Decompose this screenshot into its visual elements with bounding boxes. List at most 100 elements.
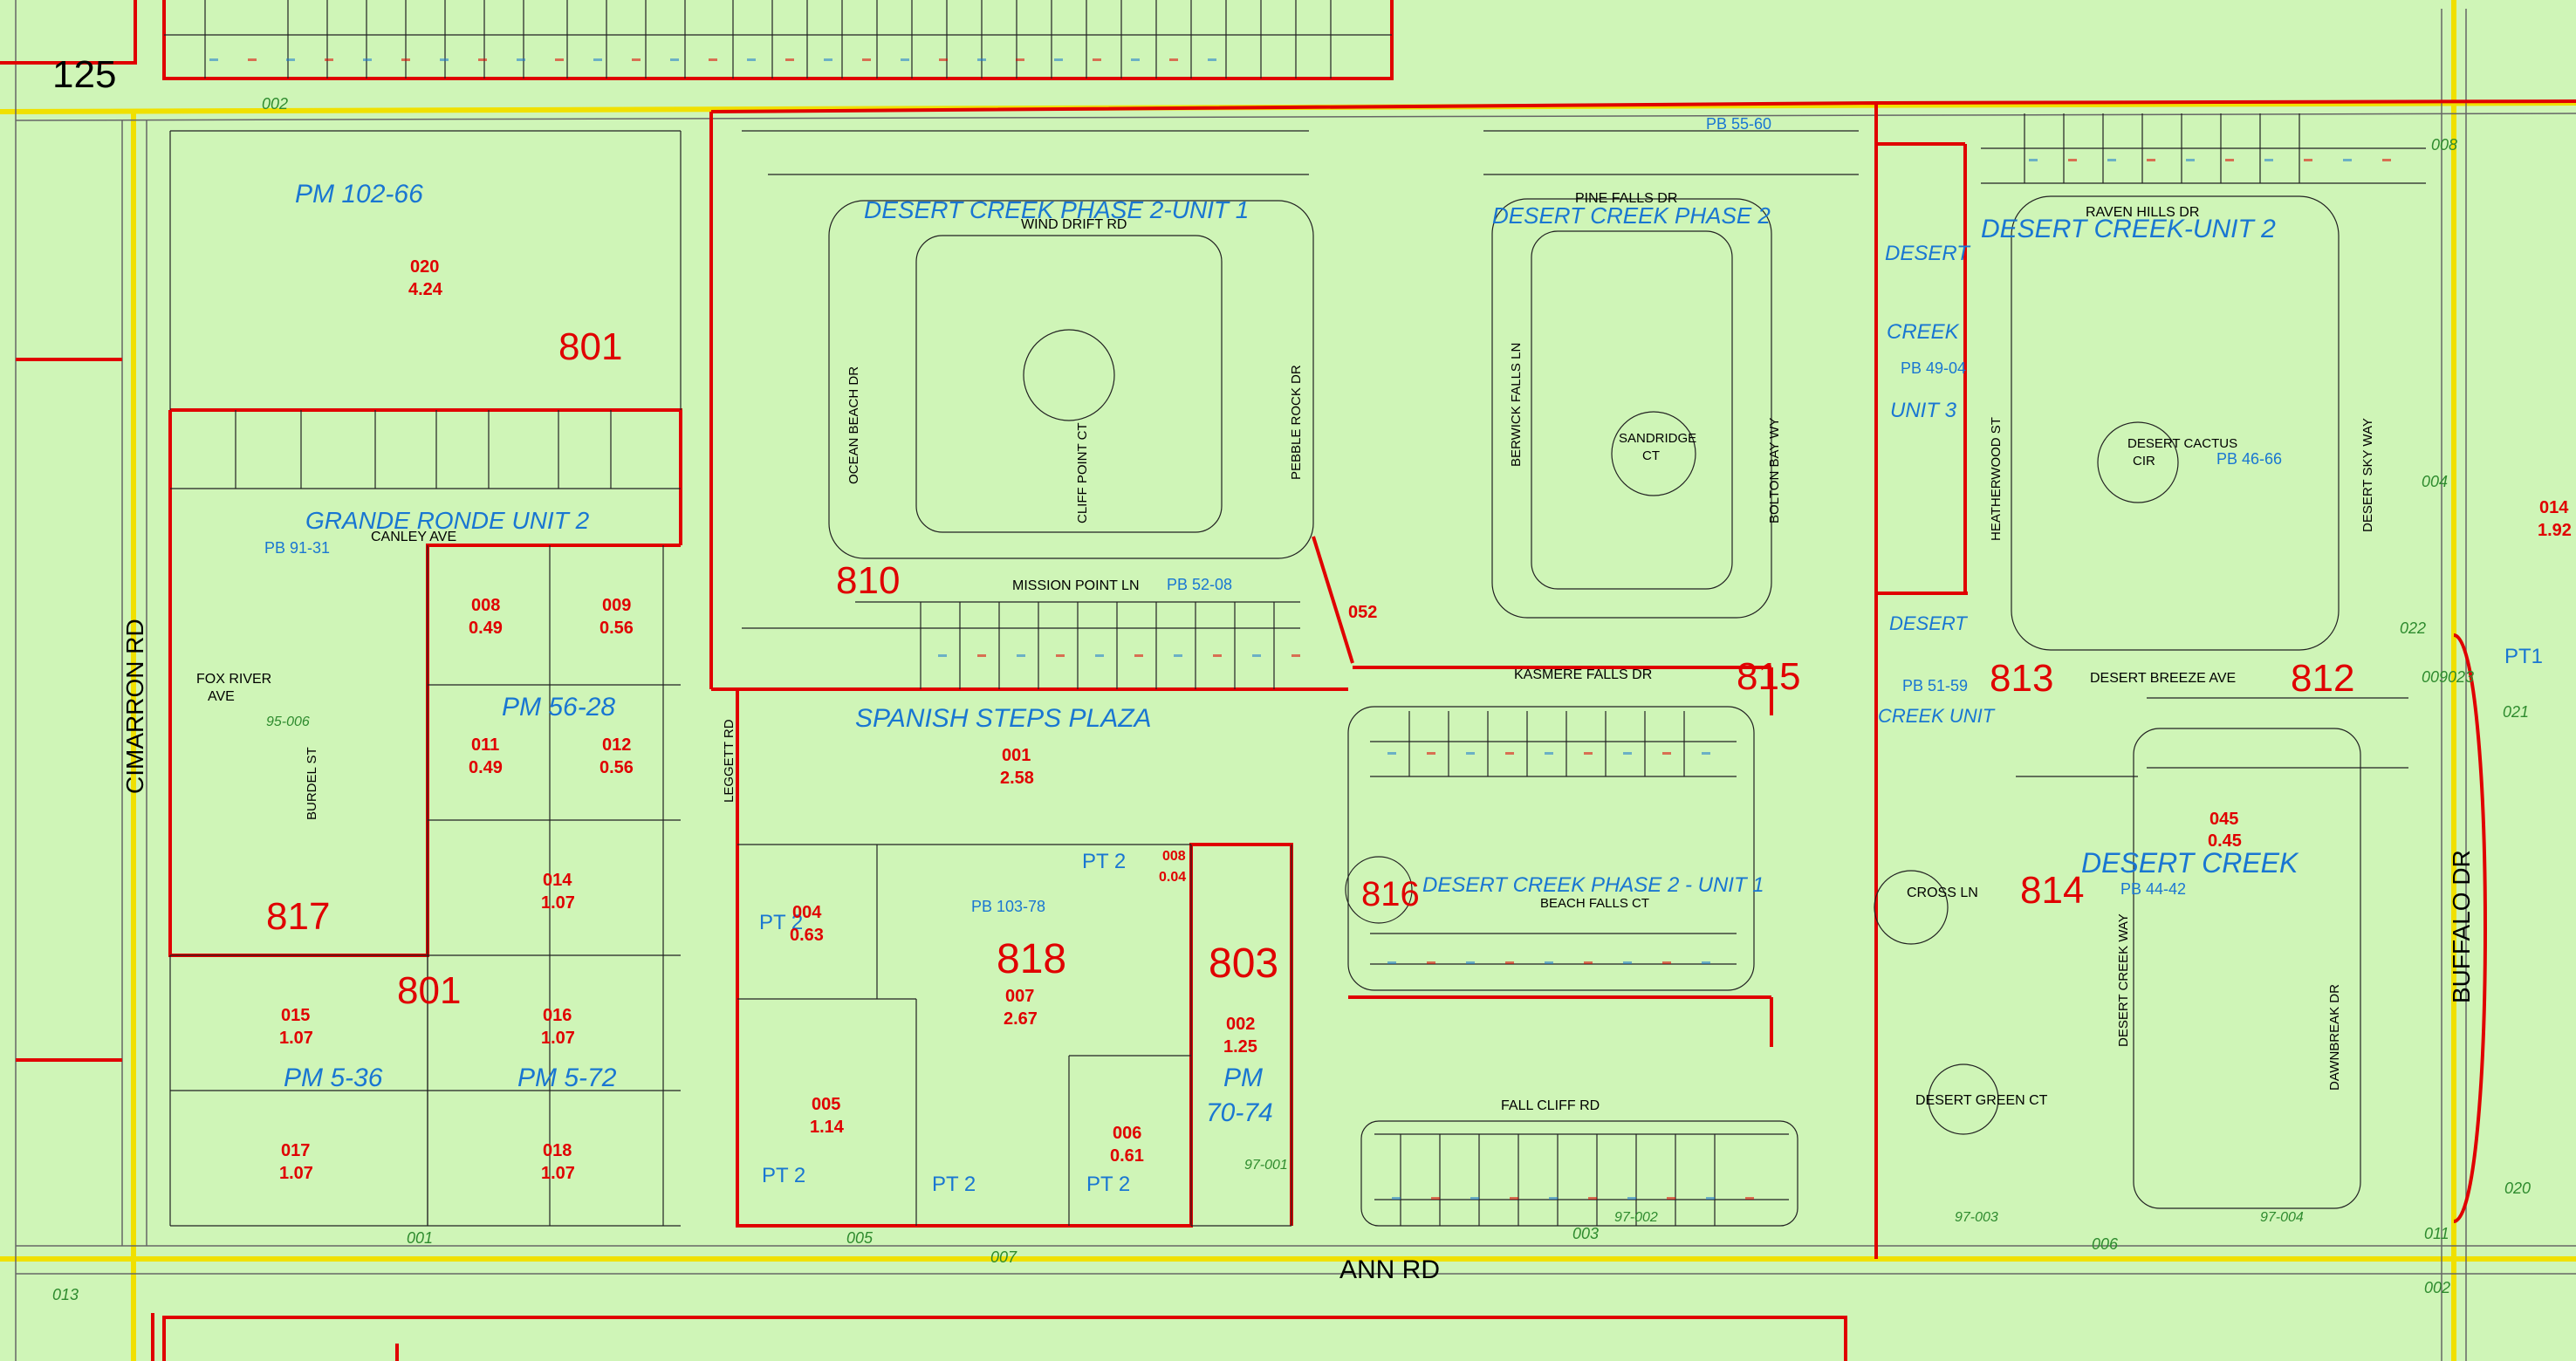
lot-marker bbox=[2304, 159, 2312, 161]
lot-marker bbox=[593, 58, 602, 61]
lot-marker bbox=[1745, 1197, 1754, 1200]
lot-marker bbox=[1134, 654, 1143, 657]
pb-44-42: PB 44-42 bbox=[2120, 880, 2186, 898]
pt2-d: PT 2 bbox=[932, 1173, 976, 1196]
road-edges bbox=[15, 0, 2576, 1361]
dawnbreak-loop bbox=[2133, 728, 2361, 1209]
block-810: 810 bbox=[836, 559, 900, 602]
lot-marker bbox=[1505, 752, 1514, 755]
pm-5-72: PM 5-72 bbox=[517, 1063, 617, 1092]
lot-marker bbox=[1623, 961, 1632, 964]
tract-97-003: 97-003 bbox=[1955, 1210, 1998, 1225]
lot-marker bbox=[2264, 159, 2273, 161]
parcel-020-acres: 4.24 bbox=[408, 280, 443, 299]
subdivision-dc-unit2: DESERT CREEK-UNIT 2 bbox=[1981, 215, 2276, 243]
lot-marker bbox=[938, 654, 947, 657]
tract-009023: 009023 bbox=[2422, 668, 2474, 686]
tract-006: 006 bbox=[2092, 1235, 2119, 1253]
parcel-007-acres: 2.67 bbox=[1004, 1009, 1038, 1029]
lot-marker bbox=[1662, 752, 1671, 755]
block-numbers: 125 801 801 810 815 813 812 816 817 818 … bbox=[52, 53, 2354, 1012]
road-label-kasmere: KASMERE FALLS DR bbox=[1514, 667, 1652, 682]
lot-marker bbox=[1584, 961, 1593, 964]
subdivision-labels: GRANDE RONDE UNIT 2 DESERT CREEK PHASE 2… bbox=[305, 196, 2299, 897]
lot-marker bbox=[478, 58, 487, 61]
parcel-018-id: 018 bbox=[543, 1141, 572, 1160]
parcel-008-small-id: 008 bbox=[1162, 849, 1186, 864]
lot-marker bbox=[747, 58, 756, 61]
road-label-pebble-rock: PEBBLE ROCK DR bbox=[1289, 365, 1304, 480]
subdivision-desert-creek: DESERT CREEK bbox=[2081, 847, 2299, 879]
road-label-beach-falls: BEACH FALLS CT bbox=[1540, 896, 1649, 911]
subdivision-creek-unit: CREEK UNIT bbox=[1878, 705, 1996, 727]
road-label-burdel: BURDEL ST bbox=[305, 747, 319, 820]
sandridge-cul-de-sac bbox=[1611, 411, 1696, 496]
parcel-004-id: 004 bbox=[792, 903, 822, 922]
lot-marker bbox=[1431, 1197, 1440, 1200]
block-east-arc bbox=[2453, 633, 2487, 1223]
block-813: 813 bbox=[1990, 657, 2053, 700]
parcel-007-id: 007 bbox=[1005, 987, 1034, 1006]
parcel-014-id: 014 bbox=[543, 871, 572, 890]
pt2-a: PT 2 bbox=[1082, 850, 1126, 873]
lot-marker bbox=[2382, 159, 2391, 161]
tract-97-002: 97-002 bbox=[1614, 1210, 1658, 1225]
lot-marker bbox=[401, 58, 410, 61]
lot-marker bbox=[1208, 58, 1216, 61]
tract-labels: 002 001 005 007 003 006 97-001 97-002 97… bbox=[52, 95, 2531, 1303]
lot-marker bbox=[1056, 654, 1065, 657]
parcel-014-east-id: 014 bbox=[2539, 498, 2569, 517]
subdivision-desert-small: DESERT bbox=[1889, 612, 1968, 634]
lot-marker bbox=[1662, 961, 1671, 964]
lot-marker bbox=[939, 58, 948, 61]
road-label-desert-green: DESERT GREEN CT bbox=[1915, 1093, 2048, 1108]
road-label-desert-cactus-2: CIR bbox=[2133, 454, 2155, 468]
lot-marker bbox=[2343, 159, 2352, 161]
parcel-008-small-acres: 0.04 bbox=[1159, 870, 1186, 885]
parcel-012-acres: 0.56 bbox=[599, 758, 634, 777]
parcel-009-id: 009 bbox=[602, 596, 631, 615]
subdivision-dc-phase2-unit: DESERT CREEK PHASE 2 - UNIT 1 bbox=[1422, 873, 1764, 897]
tract-97-004: 97-004 bbox=[2260, 1210, 2304, 1225]
lot-marker bbox=[1392, 1197, 1401, 1200]
parcel-002-acres: 1.25 bbox=[1223, 1037, 1257, 1057]
road-label-canley: CANLEY AVE bbox=[371, 530, 456, 544]
parcel-045-id: 045 bbox=[2209, 810, 2238, 829]
lot-marker bbox=[286, 58, 295, 61]
lot-marker bbox=[2225, 159, 2234, 161]
cliff-point-cul-de-sac bbox=[1023, 329, 1115, 421]
tract-97-001: 97-001 bbox=[1244, 1158, 1288, 1173]
lot-marker bbox=[1706, 1197, 1715, 1200]
road-label-desert-sky: DESERT SKY WAY bbox=[2360, 418, 2375, 532]
parcel-017-acres: 1.07 bbox=[279, 1164, 313, 1183]
parcel-017-id: 017 bbox=[281, 1141, 310, 1160]
lot-marker bbox=[824, 58, 832, 61]
lot-marker bbox=[2186, 159, 2195, 161]
subdivision-dc-unit3-2: CREEK bbox=[1887, 320, 1960, 344]
pm-70-74-2: 70-74 bbox=[1206, 1098, 1273, 1127]
lot-marker bbox=[1466, 961, 1475, 964]
tract-003: 003 bbox=[1572, 1225, 1599, 1242]
pt1: PT1 bbox=[2504, 645, 2543, 668]
lot-marker bbox=[209, 58, 218, 61]
road-label-fox-river-1: FOX RIVER bbox=[196, 672, 271, 687]
pm-5-36: PM 5-36 bbox=[284, 1063, 383, 1092]
block-814: 814 bbox=[2020, 869, 2084, 912]
lot-marker bbox=[1213, 654, 1222, 657]
parcel-lines bbox=[164, 0, 2426, 1227]
lot-marker bbox=[363, 58, 372, 61]
parcel-005-id: 005 bbox=[812, 1095, 840, 1114]
road-label-cross-ln: CROSS LN bbox=[1907, 886, 1978, 900]
lot-marker bbox=[1623, 752, 1632, 755]
road-label-leggett: LEGGETT RD bbox=[722, 719, 736, 803]
tract-95-006: 95-006 bbox=[266, 715, 310, 729]
lot-marker bbox=[1627, 1197, 1636, 1200]
lot-number-grid bbox=[209, 58, 2391, 1200]
parcel-012-id: 012 bbox=[602, 735, 631, 755]
road-labels: ANN RD CIMARRON RD BUFFALO DR PINE FALLS… bbox=[121, 191, 2475, 1284]
lot-marker bbox=[632, 58, 641, 61]
lot-marker bbox=[1505, 961, 1514, 964]
road-label-berwick: BERWICK FALLS LN bbox=[1509, 343, 1524, 467]
lot-marker bbox=[1054, 58, 1063, 61]
